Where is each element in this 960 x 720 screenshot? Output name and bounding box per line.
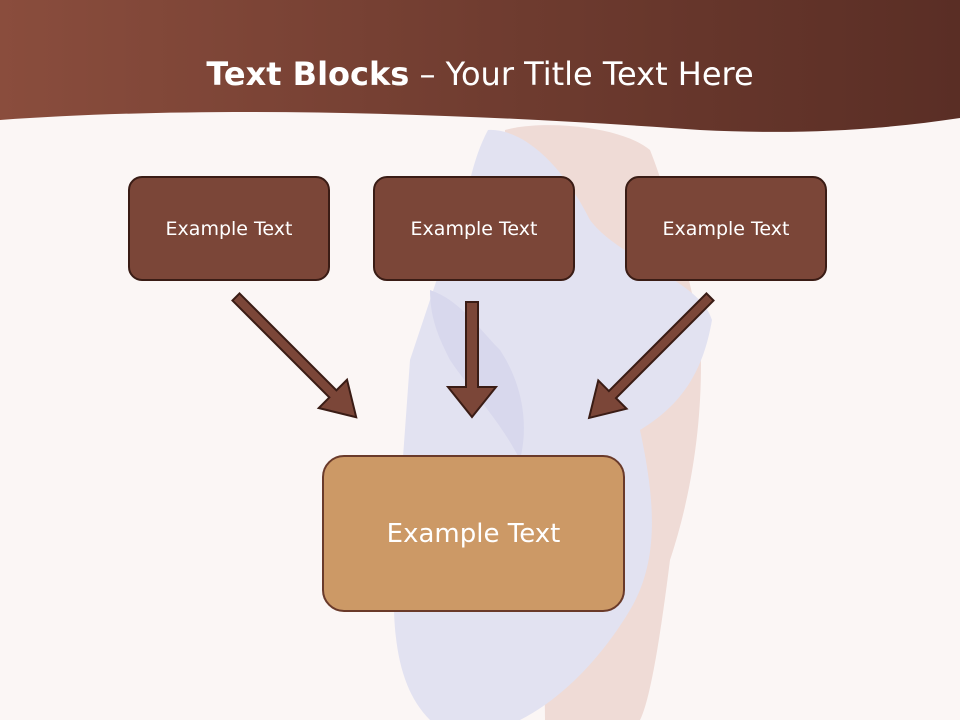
text-block-3-label: Example Text [662,217,790,240]
title-rest: Your Title Text Here [445,55,754,93]
slide-title: Text Blocks – Your Title Text Here [0,52,960,96]
title-bold: Text Blocks [206,55,410,93]
text-block-2-label: Example Text [410,217,538,240]
arrow-down-icon [445,301,499,419]
text-block-1-label: Example Text [165,217,293,240]
arrow-down-left-icon [587,292,715,420]
arrow-down-right-icon [231,292,358,419]
text-block-3[interactable]: Example Text [625,176,827,281]
title-dash: – [419,55,436,93]
main-text-block-label: Example Text [386,518,561,549]
text-block-2[interactable]: Example Text [373,176,575,281]
main-text-block[interactable]: Example Text [322,455,625,612]
text-block-1[interactable]: Example Text [128,176,330,281]
